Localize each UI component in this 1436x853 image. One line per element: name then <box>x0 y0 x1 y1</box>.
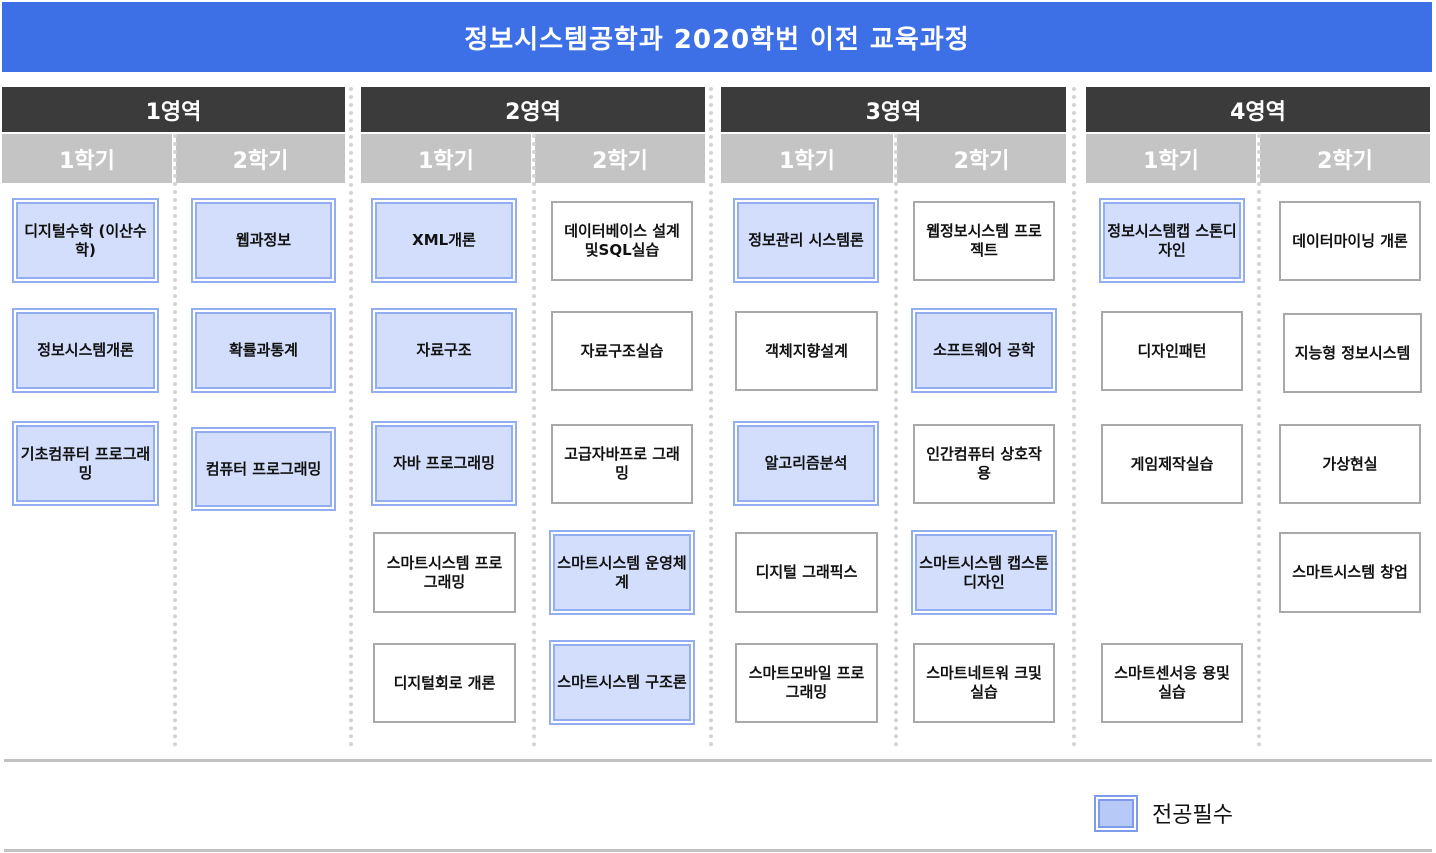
semester-header-3-2: 2학기 <box>897 134 1066 183</box>
course-card: 인간컴퓨터 상호작용 <box>913 424 1055 504</box>
course-card: 웹과정보 <box>191 198 336 283</box>
legend-label: 전공필수 <box>1152 803 1233 828</box>
course-card: 게임제작실습 <box>1101 424 1243 504</box>
course-card: 자료구조 <box>371 308 517 393</box>
semester-header-1-2: 2학기 <box>176 134 345 183</box>
course-card: 자바 프로그래밍 <box>371 421 517 506</box>
semester-header-4-1: 1학기 <box>1086 134 1256 183</box>
course-card: 고급자바프로 그래밍 <box>551 424 693 504</box>
area-divider <box>709 87 713 747</box>
course-card: XML개론 <box>371 198 517 283</box>
course-card: 정보관리 시스템론 <box>733 198 879 283</box>
course-card: 소프트웨어 공학 <box>911 308 1057 393</box>
course-card: 컴퓨터 프로그래밍 <box>191 427 336 511</box>
area-divider <box>1072 87 1076 747</box>
course-card: 객체지향설계 <box>735 311 878 391</box>
course-card: 스마트시스템 운영체계 <box>549 530 695 615</box>
course-card: 스마트시스템 창업 <box>1279 532 1421 613</box>
course-card: 데이터베이스 설계및SQL실습 <box>551 201 693 281</box>
course-card: 데이터마이닝 개론 <box>1279 201 1421 281</box>
area-header-3: 3영역 <box>721 87 1066 132</box>
semester-header-2-1: 1학기 <box>361 134 531 183</box>
semester-divider <box>894 134 898 747</box>
course-card: 확률과통계 <box>191 308 336 393</box>
course-card: 정보시스템캡 스톤디자인 <box>1099 198 1245 283</box>
divider-line <box>4 759 1432 762</box>
course-card: 지능형 정보시스템 <box>1283 313 1422 393</box>
legend-swatch <box>1094 795 1138 832</box>
semester-divider <box>173 134 177 747</box>
course-card: 디지털수학 (이산수학) <box>12 198 159 283</box>
semester-header-1-1: 1학기 <box>2 134 172 183</box>
semester-divider <box>532 134 536 747</box>
course-card: 스마트시스템 캡스톤디자인 <box>911 530 1057 615</box>
course-card: 디자인패턴 <box>1101 311 1243 391</box>
semester-header-2-2: 2학기 <box>535 134 705 183</box>
area-header-1: 1영역 <box>2 87 345 132</box>
course-card: 디지털 그래픽스 <box>735 532 878 613</box>
page-title: 정보시스템공학과 2020학번 이전 교육과정 <box>2 2 1432 72</box>
course-card: 자료구조실습 <box>551 311 693 391</box>
area-header-4: 4영역 <box>1086 87 1430 132</box>
course-card: 알고리즘분석 <box>733 421 879 506</box>
course-card: 스마트모바일 프로그래밍 <box>735 643 878 723</box>
semester-header-3-1: 1학기 <box>721 134 893 183</box>
divider-line <box>4 849 1432 852</box>
course-card: 정보시스템개론 <box>12 308 159 393</box>
area-divider <box>349 87 353 747</box>
course-card: 디지털회로 개론 <box>373 643 516 723</box>
course-card: 기초컴퓨터 프로그래밍 <box>12 421 159 506</box>
course-card: 가상현실 <box>1279 424 1421 504</box>
course-card: 스마트시스템 구조론 <box>549 640 695 725</box>
course-card: 스마트네트워 크및실습 <box>913 643 1055 723</box>
course-card: 웹정보시스템 프로젝트 <box>913 201 1055 281</box>
course-card: 스마트센서응 용및실습 <box>1101 643 1243 723</box>
semester-header-4-2: 2학기 <box>1260 134 1430 183</box>
semester-divider <box>1257 134 1261 747</box>
course-card: 스마트시스템 프로그래밍 <box>373 532 516 613</box>
area-header-2: 2영역 <box>361 87 705 132</box>
